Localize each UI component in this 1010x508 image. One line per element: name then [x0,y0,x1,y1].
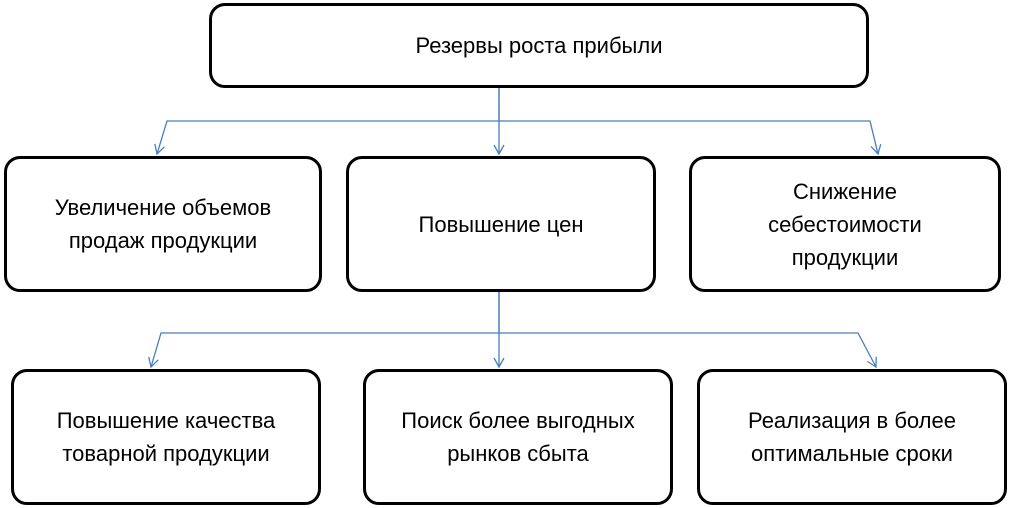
node-profit-growth-reserves: Резервы роста прибыли [209,3,869,88]
node-price-increase: Повышение цен [346,156,656,292]
node-quality-improvement: Повышение качества товарной продукции [11,369,321,505]
node-label: Поиск более выгодных рынков сбыта [401,408,635,466]
node-label: Увеличение объемов продаж продукции [54,195,272,253]
node-better-markets: Поиск более выгодных рынков сбыта [363,369,673,505]
node-cost-reduction: Снижение себестоимости продукции [689,156,1001,292]
edge-root-to-sales [154,88,500,156]
edge-prices-to-timing [499,332,877,369]
node-label: Повышение цен [418,211,584,237]
node-label: Повышение качества товарной продукции [56,408,276,466]
edge-prices-to-quality [148,292,500,369]
node-sales-volume-increase: Увеличение объемов продаж продукции [4,156,322,292]
node-optimal-timing: Реализация в более оптимальные сроки [697,369,1007,505]
node-label: Резервы роста прибыли [415,33,663,58]
node-label: Снижение себестоимости продукции [768,178,922,270]
node-label: Реализация в более оптимальные сроки [747,408,956,466]
edge-root-to-cost [499,120,882,156]
